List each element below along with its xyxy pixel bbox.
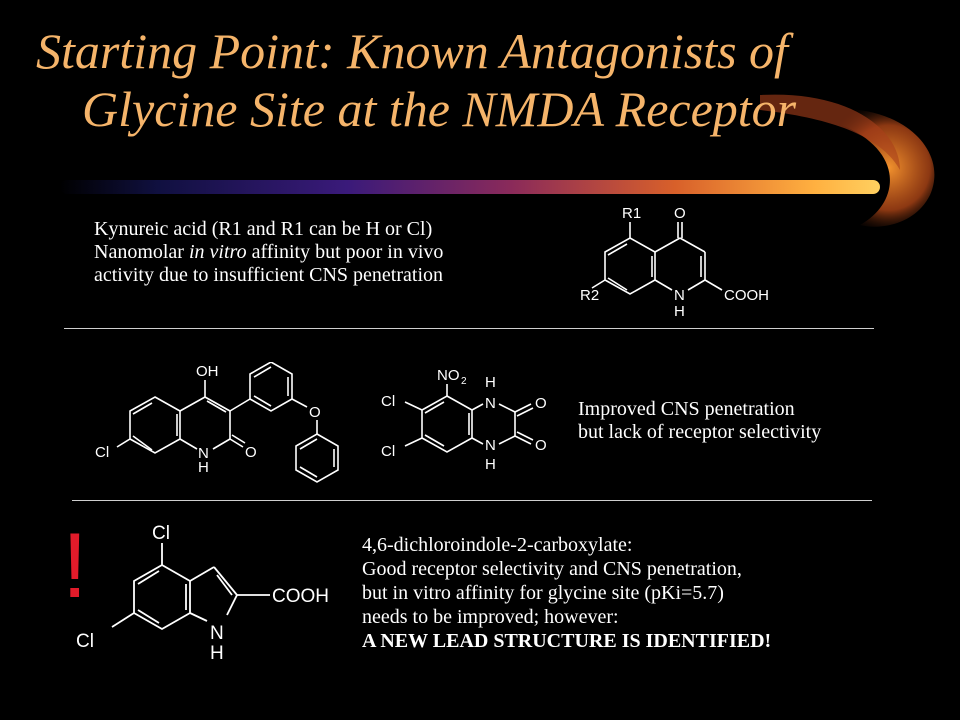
indole-line-4: needs to be improved; however: bbox=[362, 606, 619, 628]
decorative-swoosh bbox=[60, 94, 935, 227]
indole-cooh-label: COOH bbox=[272, 586, 329, 607]
kynurenic-line-3: activity due to insufficient CNS penetra… bbox=[94, 264, 444, 286]
quinolinone-n-label: N bbox=[198, 445, 209, 462]
quinolinone-carbonyl-o-label: O bbox=[245, 444, 257, 461]
kynurenic-n-label: N bbox=[674, 287, 685, 304]
quinolinone-structure: OH O O Cl N H bbox=[95, 362, 339, 483]
quinoxaline-o-top-label: O bbox=[535, 395, 547, 412]
quinoxaline-no-label: NO bbox=[437, 367, 460, 384]
kynurenic-line-2-post: affinity but poor in vivo bbox=[246, 241, 444, 263]
indole-line-3: but in vitro affinity for glycine site (… bbox=[362, 582, 724, 604]
indole-line-1: 4,6-dichloroindole-2-carboxylate: bbox=[362, 534, 633, 556]
quinoxaline-cl-bottom-label: Cl bbox=[381, 443, 395, 460]
quinoxaline-no-subscript: 2 bbox=[461, 376, 467, 387]
title-line-1: Starting Point: Known Antagonists of bbox=[36, 23, 788, 79]
improved-line-2: but lack of receptor selectivity bbox=[578, 421, 822, 443]
kynurenic-line-1: Kynureic acid (R1 and R1 can be H or Cl) bbox=[94, 218, 433, 240]
improved-line-1: Improved CNS penetration bbox=[578, 398, 795, 420]
quinoxalinedione-structure: NO 2 H N N H O O Cl Cl bbox=[381, 367, 547, 473]
quinoxaline-n-bottom-label: N bbox=[485, 437, 496, 454]
indole-h-label: H bbox=[210, 643, 224, 664]
kynurenic-line-2-italic: in vitro bbox=[188, 241, 247, 263]
kynurenic-line-2-pre: Nanomolar bbox=[94, 241, 189, 263]
quinoxaline-h-top-label: H bbox=[485, 374, 496, 391]
indole-description: 4,6-dichloroindole-2-carboxylate: Good r… bbox=[362, 533, 771, 653]
lead-structure-identified: A NEW LEAD STRUCTURE IS IDENTIFIED! bbox=[362, 630, 772, 652]
indole-line-2: Good receptor selectivity and CNS penetr… bbox=[362, 558, 742, 580]
kynurenic-line-2: Nanomolar in vitro affinity but poor in … bbox=[94, 241, 443, 264]
dichloroindole-structure: Cl Cl COOH N H bbox=[76, 523, 329, 664]
kynurenic-oxo-label: O bbox=[674, 205, 686, 222]
divider-1 bbox=[64, 328, 874, 329]
kynurenic-cooh-label: COOH bbox=[724, 287, 769, 304]
quinoxaline-o-bottom-label: O bbox=[535, 437, 547, 454]
title-line-2: Glycine Site at the NMDA Receptor bbox=[82, 81, 797, 137]
kynurenic-r2-label: R2 bbox=[580, 287, 599, 304]
indole-cl-bottom-label: Cl bbox=[76, 631, 94, 652]
quinolinone-cl-label: Cl bbox=[95, 444, 109, 461]
exclamation-mark: ! bbox=[62, 515, 88, 617]
quinoxaline-h-bottom-label: H bbox=[485, 456, 496, 473]
indole-n-label: N bbox=[210, 623, 224, 644]
quinolinone-h-label: H bbox=[198, 459, 209, 476]
quinoxaline-cl-top-label: Cl bbox=[381, 393, 395, 410]
kynurenic-acid-structure: R1 O R2 N H COOH bbox=[580, 205, 769, 320]
divider-2 bbox=[72, 500, 872, 501]
quinolinone-ether-o-label: O bbox=[309, 404, 321, 421]
kynurenic-h-label: H bbox=[674, 303, 685, 320]
indole-cl-top-label: Cl bbox=[152, 523, 170, 544]
slide-title: Starting Point: Known Antagonists of Gly… bbox=[36, 22, 956, 138]
kynurenic-acid-description: Kynureic acid (R1 and R1 can be H or Cl)… bbox=[94, 218, 443, 287]
quinolinone-oh-label: OH bbox=[196, 363, 219, 380]
improved-cns-description: Improved CNS penetration but lack of rec… bbox=[578, 398, 821, 444]
quinoxaline-n-top-label: N bbox=[485, 395, 496, 412]
kynurenic-r1-label: R1 bbox=[622, 205, 641, 222]
